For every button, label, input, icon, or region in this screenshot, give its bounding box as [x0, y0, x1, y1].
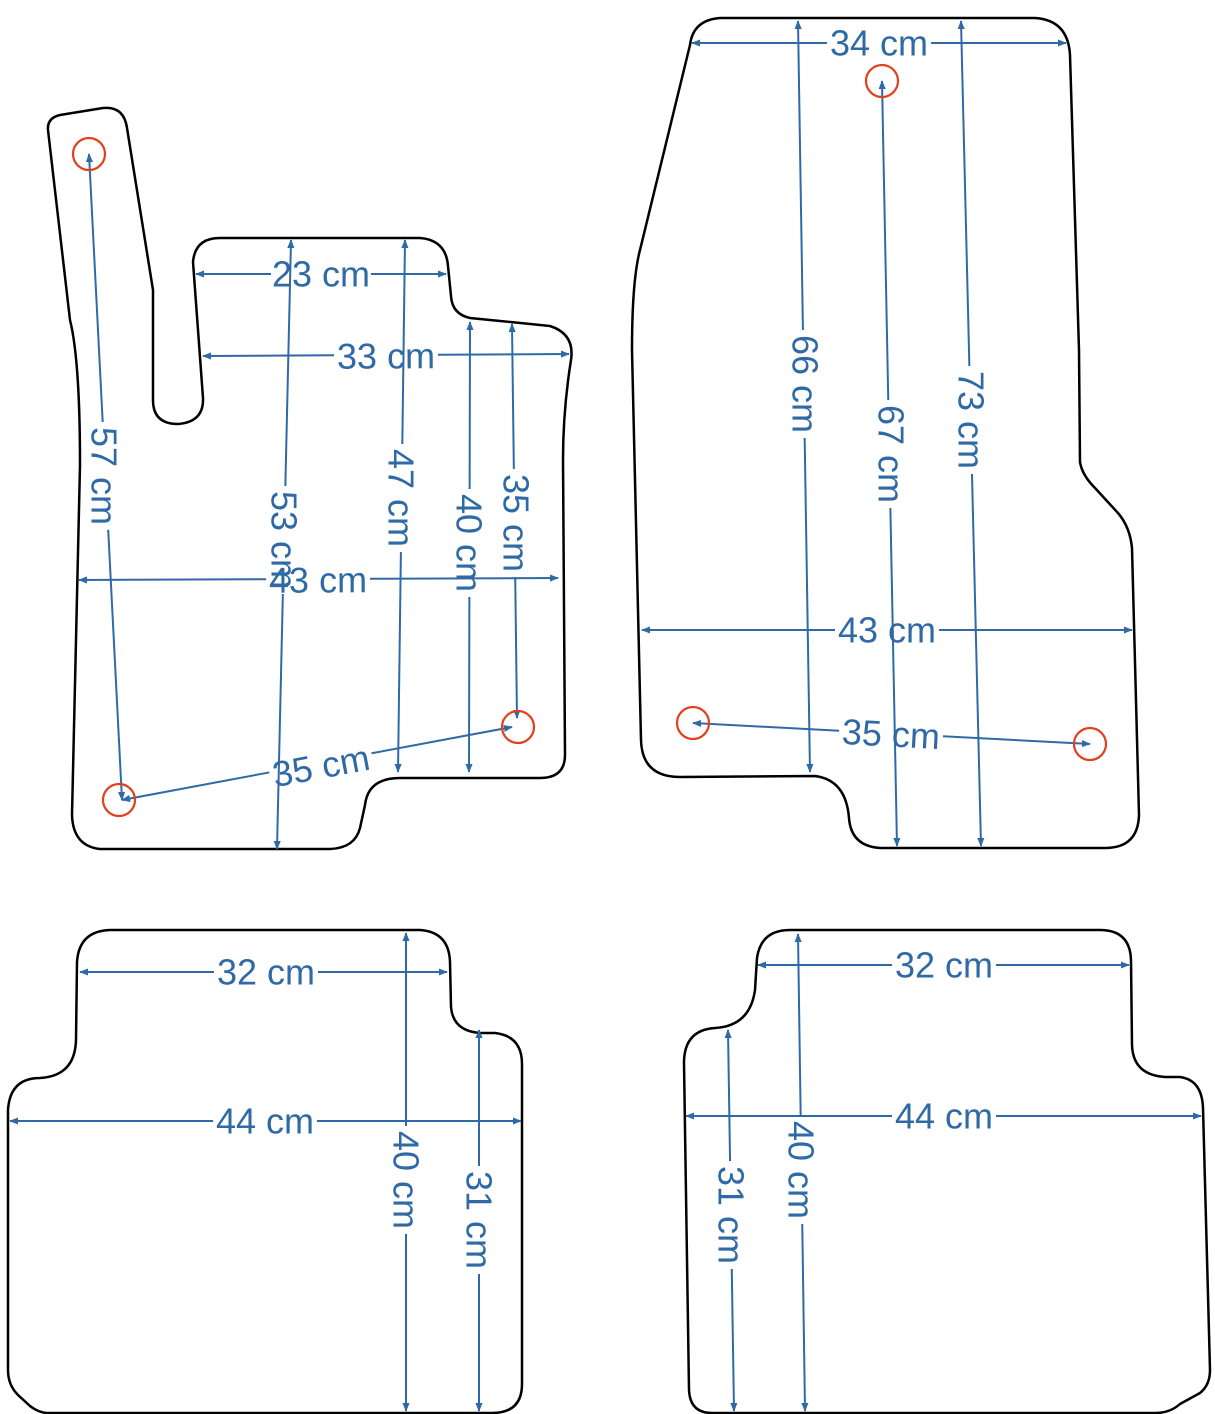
fixing-holes	[71, 63, 1108, 818]
dimension-arrow	[85, 153, 104, 423]
dimension-label: 31 cm	[459, 1171, 500, 1269]
dimension-label: 57 cm	[84, 427, 125, 525]
rear-left-mat-outline	[6, 928, 524, 1414]
passenger-front-mat-outline	[630, 16, 1141, 850]
dimension-driver-front: 57 cm	[84, 153, 126, 801]
dimension-rear-left: 32 cm	[79, 952, 448, 993]
dimension-passenger-front: 35 cm	[692, 711, 1091, 757]
dimension-arrow	[394, 551, 402, 773]
dimension-label: 32 cm	[895, 945, 993, 986]
dimension-label: 32 cm	[217, 952, 315, 993]
dimension-arrow	[107, 529, 126, 801]
dimension-arrow	[878, 80, 890, 401]
dimension-label: 34 cm	[830, 23, 928, 64]
dimension-rear-right: 31 cm	[711, 1029, 752, 1412]
dimension-driver-front: 35 cm	[496, 323, 537, 719]
dimension-label: 44 cm	[895, 1096, 993, 1137]
dimension-driver-front: 23 cm	[195, 254, 447, 295]
dimension-label: 40 cm	[781, 1121, 822, 1219]
dimension-rear-right: 40 cm	[781, 933, 822, 1412]
dimension-arrow	[730, 1268, 738, 1412]
dimension-rear-left: 40 cm	[386, 932, 427, 1412]
dimension-rear-right: 44 cm	[685, 1096, 1202, 1137]
dimension-label: 40 cm	[386, 1131, 427, 1229]
dimension-rear-left: 31 cm	[459, 1029, 500, 1412]
dimension-label: 53 cm	[264, 491, 305, 589]
dimension-arrow	[202, 352, 335, 360]
fixing-hole-marker	[675, 705, 711, 741]
dimension-arrow	[724, 1029, 732, 1162]
dimension-passenger-front: 73 cm	[951, 20, 992, 847]
dimension-arrow	[284, 239, 295, 487]
dimension-passenger-front: 43 cm	[641, 610, 1133, 651]
dimension-arrow	[121, 771, 270, 803]
dimension-label: 31 cm	[711, 1166, 752, 1264]
dimension-arrow	[942, 735, 1091, 748]
fixing-hole-marker	[71, 136, 107, 172]
fixing-hole-marker	[864, 63, 900, 99]
dimension-label: 66 cm	[785, 335, 826, 433]
dimension-label: 47 cm	[381, 449, 422, 547]
dimension-arrow	[692, 719, 840, 732]
dimension-driver-front: 53 cm	[264, 239, 305, 850]
dimension-label: 44 cm	[216, 1101, 314, 1142]
dimension-label: 40 cm	[449, 494, 490, 592]
dimension-arrow	[970, 473, 985, 847]
dimension-driver-front: 33 cm	[202, 335, 570, 377]
dimension-arrow	[437, 350, 570, 358]
dimension-arrow	[78, 576, 267, 584]
driver-front-mat-outline	[46, 106, 573, 851]
dimension-rear-left: 44 cm	[9, 1101, 522, 1142]
rear-right-mat-outline	[682, 928, 1212, 1414]
dimension-passenger-front: 34 cm	[691, 23, 1067, 64]
dimension-label: 43 cm	[269, 559, 367, 600]
dimension-passenger-front: 67 cm	[871, 80, 912, 847]
dimension-label: 73 cm	[951, 371, 992, 469]
fixing-hole-marker	[101, 782, 137, 818]
dimension-label: 33 cm	[337, 335, 435, 377]
dimension-arrow	[803, 437, 814, 773]
dimension-driver-front: 43 cm	[78, 559, 559, 601]
dimension-label: 67 cm	[871, 405, 912, 503]
dimension-arrow	[513, 577, 521, 719]
dimension-arrow	[794, 933, 802, 1117]
dimension-arrow	[794, 20, 804, 331]
dimension-arrow	[508, 323, 516, 470]
fixing-hole-marker	[1072, 726, 1108, 762]
dimension-arrow	[957, 20, 971, 367]
dimension-label: 43 cm	[838, 610, 936, 651]
fixing-hole-marker	[500, 709, 536, 745]
dimension-driver-front: 40 cm	[449, 321, 490, 773]
dimension-label: 35 cm	[841, 711, 941, 757]
dimension-rear-right: 32 cm	[757, 945, 1130, 986]
dimension-label: 35 cm	[496, 474, 537, 572]
dimension-label: 23 cm	[272, 254, 370, 295]
dimension-arrow	[801, 1223, 809, 1412]
dimension-arrow	[889, 508, 901, 847]
dimension-arrow	[369, 574, 559, 582]
dimension-passenger-front: 66 cm	[785, 20, 826, 773]
dimension-arrow	[273, 593, 284, 850]
dimension-arrow	[371, 724, 513, 755]
